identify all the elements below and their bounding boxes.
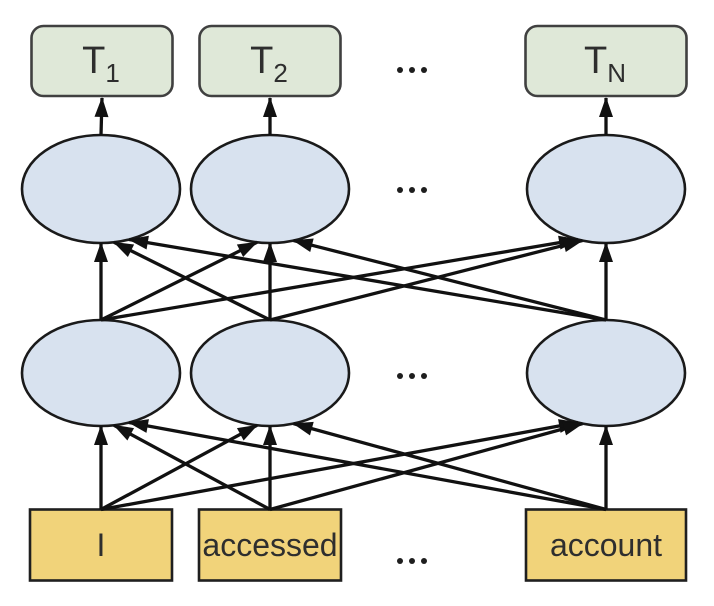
ellipsis-dots-row-4 [421, 558, 427, 564]
hidden-unit-h2-n [525, 133, 687, 245]
ellipsis-dots-row-2 [421, 187, 427, 193]
edge-tok-n-h1-1 [128, 419, 607, 512]
hidden-unit-h1-2 [189, 318, 351, 428]
hidden-unit-h2-2 [189, 133, 351, 245]
token-label-tok-2: accessed [202, 527, 337, 563]
output-label-out-2: T2 [250, 40, 288, 88]
edge-h1-n-h2-1 [128, 235, 607, 322]
edge-h1-2-h2-n [269, 238, 584, 322]
edge-h2-1-out-1 [94, 97, 109, 136]
output-label-out-n: TN [584, 40, 626, 88]
edge-tok-2-h1-1 [113, 423, 271, 511]
ellipsis-dots-row-2 [409, 187, 415, 193]
hidden-unit-h1-n [525, 318, 687, 428]
ellipsis-dots-row-3 [409, 373, 415, 379]
ellipsis-dots-row-3 [421, 373, 427, 379]
token-box-tok-2 [197, 508, 343, 582]
edge-tok-2-h1-n [269, 421, 584, 512]
ellipsis-dots-row-4 [409, 558, 415, 564]
edge-tok-1-h1-n [100, 419, 579, 512]
ellipsis-dots-row-4 [397, 558, 403, 564]
hidden-unit-h2-1 [20, 133, 182, 245]
output-box-out-2 [198, 24, 342, 98]
ellipsis-dots-row-1 [409, 67, 415, 73]
ellipsis-dots-row-1 [397, 67, 403, 73]
edge-tok-1-h1-2 [100, 423, 258, 511]
output-box-out-n [524, 24, 688, 98]
output-label-out-1: T1 [82, 40, 120, 88]
ellipsis-dots-row-3 [397, 373, 403, 379]
token-label-tok-1: I [97, 527, 106, 563]
hidden-unit-h1-1 [20, 318, 182, 428]
token-label-tok-n: account [550, 527, 662, 563]
edge-h1-n-h2-2 [292, 238, 607, 322]
output-box-out-1 [30, 24, 174, 98]
edge-tok-n-h1-2 [292, 421, 607, 512]
edge-h1-1-h2-n [100, 235, 579, 322]
ellipsis-dots-row-2 [397, 187, 403, 193]
ellipsis-dots-row-1 [421, 67, 427, 73]
edge-h1-2-h2-1 [113, 240, 271, 322]
